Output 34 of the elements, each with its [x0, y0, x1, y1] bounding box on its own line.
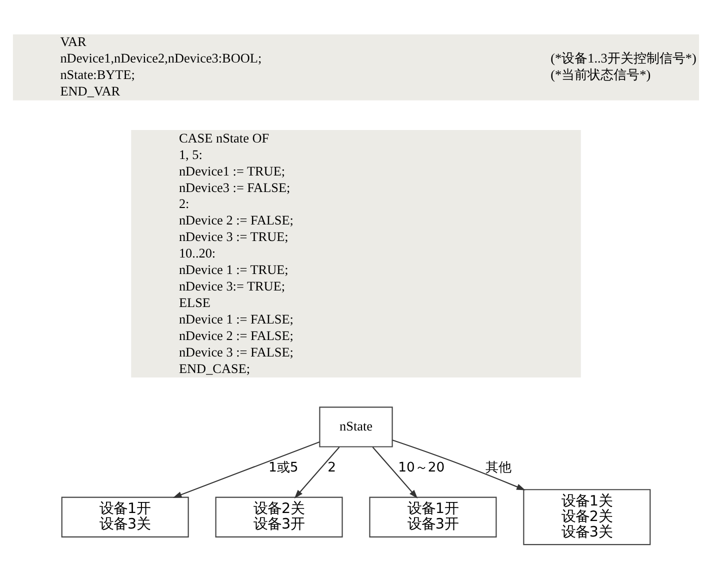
- arrow: [372, 446, 418, 498]
- node-box: nState: [319, 406, 393, 447]
- label: nDevice 3 := TRUE;: [178, 228, 288, 244]
- label: nDevice 1 := TRUE;: [178, 262, 288, 277]
- node-box: 设备1关 设备2关 设备3关: [523, 488, 651, 545]
- edge-label: 1或5: [268, 460, 298, 476]
- arrow: [294, 446, 340, 498]
- label: nDevice 2 := FALSE;: [178, 328, 294, 343]
- label: 1, 5:: [178, 146, 202, 162]
- label: ELSE: [178, 294, 210, 310]
- label: nDevice3 := FALSE;: [178, 179, 290, 194]
- label: nDevice 1 := FALSE;: [178, 311, 294, 326]
- edge-label: 其他: [485, 460, 512, 476]
- node-box: 设备2关 设备3开: [215, 496, 343, 537]
- label: 2:: [178, 196, 190, 211]
- node-box: 设备1开 设备3开: [369, 496, 497, 537]
- label: nDevice1,nDevice2,nDevice3:BOOL;: [60, 50, 262, 66]
- label: nDevice 2 := FALSE;: [178, 212, 294, 228]
- label: END_CASE;: [178, 360, 250, 376]
- label: nDevice1 := TRUE;: [178, 162, 286, 178]
- label: (*设备1..3开关控制信号*): [550, 50, 696, 66]
- node-box: 设备1开 设备3关: [61, 496, 189, 537]
- label: END_VAR: [60, 83, 120, 98]
- edge-label: 2: [328, 460, 336, 476]
- edge-label: 10～20: [398, 460, 445, 476]
- label: CASE nState OF: [178, 130, 270, 145]
- label: nState:BYTE;: [60, 66, 135, 82]
- label: nDevice 3 := FALSE;: [178, 344, 294, 360]
- arrow: [172, 440, 320, 498]
- label: nDevice 3:= TRUE;: [178, 278, 286, 294]
- arrow: [392, 439, 526, 490]
- label: 10..20:: [178, 245, 216, 260]
- label: (*当前状态信号*): [550, 66, 651, 82]
- label: VAR: [60, 34, 86, 49]
